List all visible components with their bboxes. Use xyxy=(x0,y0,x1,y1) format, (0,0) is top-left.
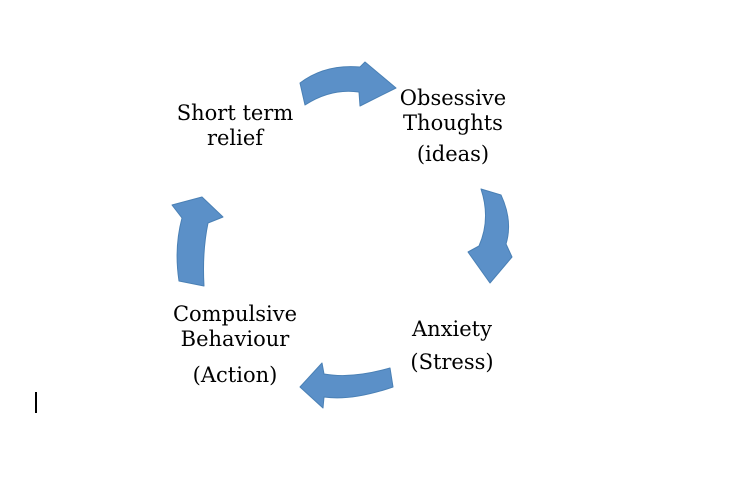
cycle-arrow-anxiety-to-compulsive-shape xyxy=(299,362,394,409)
node-compulsive-behaviour-label: Compulsive Behaviour xyxy=(172,302,298,352)
node-obsessive-thoughts-label: Obsessive Thoughts xyxy=(399,86,507,136)
cycle-arrow-compulsive-to-relief-shape xyxy=(171,196,224,287)
cycle-arrow-anxiety-to-compulsive-icon xyxy=(299,362,394,409)
node-anxiety: Anxiety (Stress) xyxy=(390,317,514,375)
node-compulsive-behaviour-sublabel: (Action) xyxy=(192,363,278,388)
node-anxiety-label: Anxiety xyxy=(412,317,492,341)
node-obsessive-thoughts-sublabel: (ideas) xyxy=(416,142,490,167)
node-obsessive-thoughts: Obsessive Thoughts (ideas) xyxy=(390,86,516,168)
cycle-arrow-relief-to-obsessive-icon xyxy=(299,61,397,107)
text-caret[interactable] xyxy=(35,392,37,413)
cycle-arrow-obsessive-to-anxiety-icon xyxy=(467,188,513,284)
cycle-arrow-obsessive-to-anxiety-shape xyxy=(467,188,513,284)
node-short-term-relief-label: Short term relief xyxy=(176,101,294,151)
cycle-arrow-relief-to-obsessive-shape xyxy=(299,61,397,107)
node-compulsive-behaviour: Compulsive Behaviour (Action) xyxy=(167,302,303,389)
node-anxiety-sublabel: (Stress) xyxy=(410,350,494,375)
node-short-term-relief: Short term relief xyxy=(160,101,310,151)
cycle-arrow-compulsive-to-relief-icon xyxy=(171,196,224,287)
